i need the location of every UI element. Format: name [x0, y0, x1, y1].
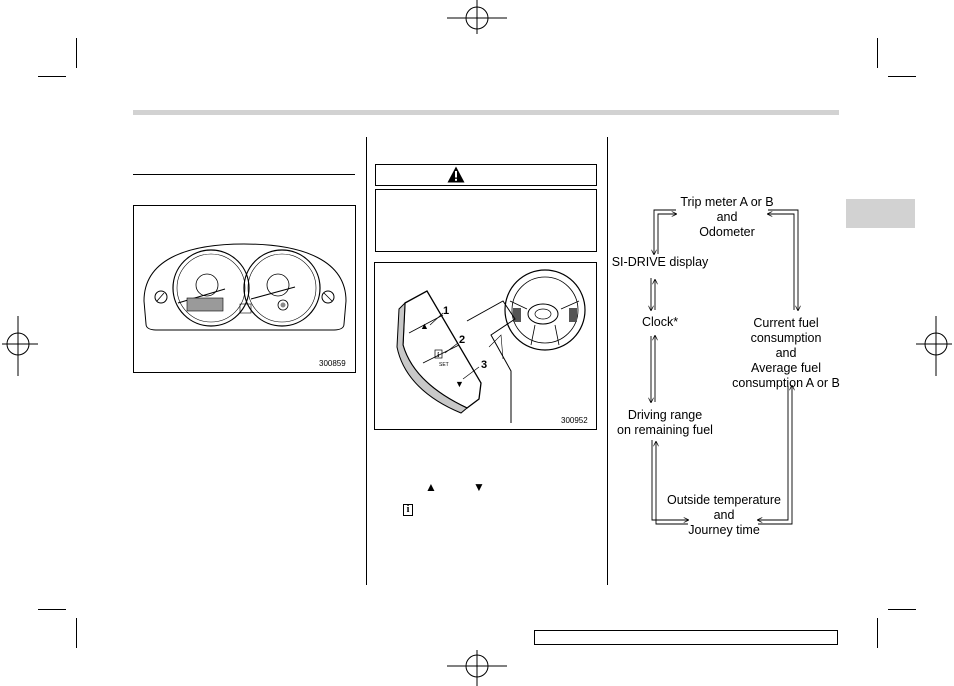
- registration-mark-right: [916, 316, 952, 376]
- instrument-cluster-illustration: [143, 243, 347, 331]
- steering-switch-figure: ▲ ▼ i 1 2 3 SET 300952: [374, 262, 597, 430]
- header-bar: [133, 110, 839, 115]
- chapter-thumb-tab: [846, 199, 915, 228]
- warning-body: [375, 189, 597, 252]
- figure-code: 300859: [319, 359, 346, 368]
- flow-current-fuel-line5: consumption A or B: [732, 376, 840, 390]
- callout-2: 2: [459, 334, 466, 346]
- flow-current-fuel-line3: and: [775, 346, 797, 360]
- flow-si-drive: SI-DRIVE display: [611, 255, 709, 269]
- callout-1: 1: [443, 305, 450, 317]
- footer-box: [534, 630, 838, 645]
- flow-trip-line3: Odometer: [699, 225, 755, 239]
- set-label: SET: [439, 362, 449, 368]
- flow-outside-line1: Outside temperature: [667, 493, 781, 507]
- column-divider-left: [366, 137, 367, 585]
- flow-current-fuel: Current fuel consumption and Average fue…: [726, 316, 846, 391]
- up-arrow-icon: ▲: [425, 480, 437, 494]
- flow-driving-range: Driving range on remaining fuel: [600, 408, 730, 438]
- flow-current-fuel-line4: Average fuel: [751, 361, 821, 375]
- info-icon-glyph: i: [406, 504, 410, 515]
- warning-header: [375, 164, 597, 186]
- flow-clock: Clock*: [641, 315, 679, 329]
- flow-driving-range-line2: on remaining fuel: [617, 423, 713, 437]
- flow-trip-line2: and: [716, 210, 738, 224]
- registration-mark-top: [447, 0, 507, 34]
- column-divider-right: [607, 137, 608, 585]
- figure-code: 300952: [561, 416, 588, 425]
- registration-mark-left: [2, 316, 38, 376]
- flow-trip-meter: Trip meter A or B and Odometer: [667, 195, 787, 240]
- display-flow-connectors: [608, 209, 838, 525]
- flow-trip-line1: Trip meter A or B: [680, 195, 774, 209]
- info-button-icon: i: [403, 504, 413, 516]
- down-arrow-icon: ▼: [473, 480, 485, 494]
- callout-3: 3: [481, 359, 488, 371]
- flow-outside-line3: Journey time: [688, 523, 760, 537]
- svg-text:▲: ▲: [420, 321, 429, 331]
- section-rule: [133, 174, 355, 175]
- flow-outside-line2: and: [713, 508, 735, 522]
- instrument-cluster-figure: 300859: [133, 205, 356, 373]
- flow-current-fuel-line2: consumption: [750, 331, 822, 345]
- steering-switch-illustration: ▲ ▼ i: [396, 269, 586, 423]
- flow-driving-range-line1: Driving range: [627, 408, 703, 422]
- svg-text:i: i: [437, 351, 439, 359]
- svg-text:▼: ▼: [455, 379, 464, 389]
- warning-triangle-icon: [447, 166, 465, 183]
- registration-mark-bottom: [447, 650, 507, 686]
- flow-current-fuel-line1: Current fuel: [753, 316, 819, 330]
- flow-outside-temp: Outside temperature and Journey time: [660, 493, 788, 538]
